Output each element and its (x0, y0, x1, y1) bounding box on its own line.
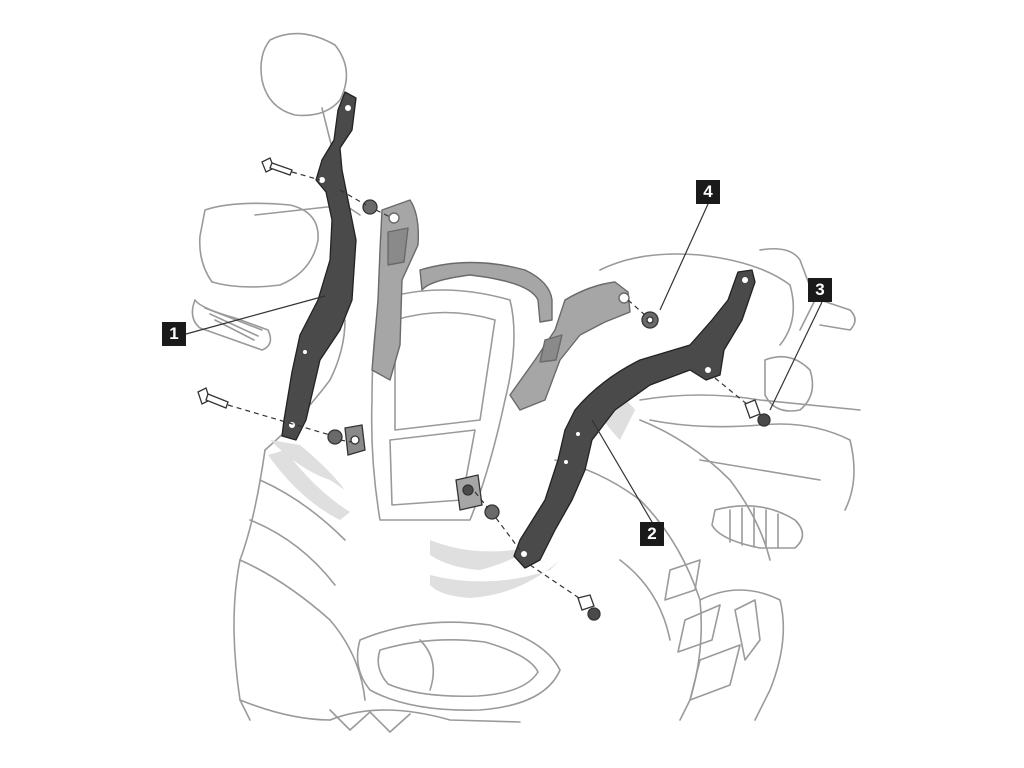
callout-3: 3 (808, 278, 832, 302)
bracket-2 (513, 269, 756, 569)
bolt-top-left (261, 157, 293, 176)
fasteners (197, 157, 771, 621)
headlight (356, 621, 561, 711)
existing-mount-frame (371, 199, 631, 411)
callout-1: 1 (162, 322, 186, 346)
left-mirror (260, 32, 348, 117)
callout-4: 4 (696, 180, 720, 204)
motorcycle-outline (191, 32, 861, 733)
windscreen (370, 289, 515, 521)
new-brackets (281, 91, 756, 569)
bolt-mid-left (197, 387, 229, 409)
bolt-3 (744, 399, 771, 427)
left-indicator (191, 299, 272, 351)
assembly-guides (227, 171, 749, 601)
callout-2: 2 (640, 522, 664, 546)
bracket-1 (281, 91, 357, 441)
front-fairing (233, 449, 266, 721)
washer-left-top (362, 199, 378, 215)
bolt-bottom (577, 594, 601, 621)
washer-center (484, 504, 500, 520)
washer-left-low (327, 429, 343, 445)
nut-center (462, 484, 474, 496)
callout-leaders (185, 203, 823, 523)
right-indicator (711, 505, 804, 549)
right-handlebar (639, 394, 861, 411)
left-handguard (198, 202, 319, 288)
